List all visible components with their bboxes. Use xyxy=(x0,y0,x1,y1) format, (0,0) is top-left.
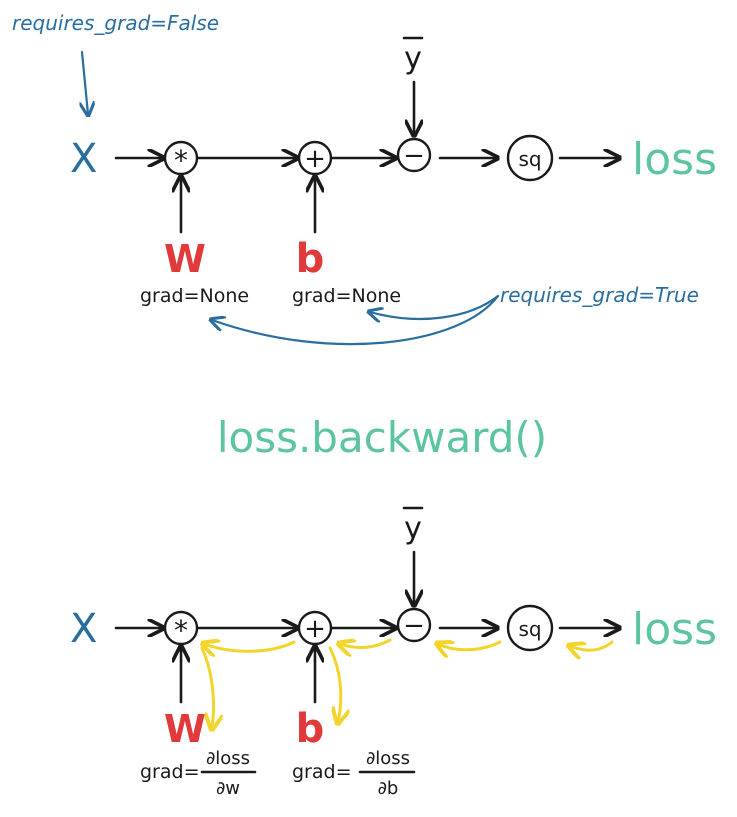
top-diagram: requires_grad=False X * + − y sq loss W … xyxy=(12,11,717,346)
annotation-arrow-to-b xyxy=(370,294,500,319)
x-input-label-bottom: X xyxy=(70,606,97,652)
b-grad-prefix: grad= xyxy=(292,761,352,783)
param-requires-grad-annotation: requires_grad=True xyxy=(500,283,699,307)
w-param-label-bottom: W xyxy=(164,707,206,751)
mul-op-label: * xyxy=(174,144,188,177)
b-grad-numerator: ∂loss xyxy=(366,748,410,769)
bottom-diagram: X * + − y sq loss W b xyxy=(70,506,717,799)
ybar-label-bottom: y xyxy=(404,511,422,546)
x-input-label: X xyxy=(70,136,97,182)
loss-label: loss xyxy=(632,134,717,185)
mul-op-label-bottom: * xyxy=(174,614,188,647)
sq-node-bottom xyxy=(506,604,554,652)
sq-op-label-bottom: sq xyxy=(518,617,541,641)
w-grad-denominator: ∂w xyxy=(216,778,240,799)
b-grad-denominator: ∂b xyxy=(378,778,399,799)
sub-node xyxy=(396,137,432,173)
grad-flow-add-to-mul xyxy=(204,642,296,651)
sq-node xyxy=(506,134,554,182)
b-param-label: b xyxy=(296,236,325,282)
w-grad-numerator: ∂loss xyxy=(206,748,250,769)
add-op-label-bottom: + xyxy=(304,614,326,644)
loss-label-bottom: loss xyxy=(632,604,717,655)
add-op-label: + xyxy=(304,144,326,174)
sub-op-label: − xyxy=(403,141,425,171)
annotation-arrow xyxy=(82,50,88,114)
b-param-label-bottom: b xyxy=(296,706,325,752)
annotation-arrow-to-w xyxy=(212,294,500,346)
w-param-label: W xyxy=(164,237,206,281)
grad-flow-sub-to-add xyxy=(340,640,392,647)
grad-flow-mul-to-w xyxy=(200,646,214,728)
w-grad-value: grad=None xyxy=(140,285,249,307)
w-grad-prefix: grad= xyxy=(140,761,200,783)
grad-flow-add-to-b xyxy=(328,646,341,722)
ybar-label: y xyxy=(404,41,422,76)
sq-op-label: sq xyxy=(518,147,541,171)
sub-node-bottom xyxy=(396,607,432,643)
backward-call-label: loss.backward() xyxy=(217,413,547,462)
x-requires-grad-annotation: requires_grad=False xyxy=(12,11,219,35)
grad-flow-loss-to-sq xyxy=(570,640,614,650)
sub-op-label-bottom: − xyxy=(403,611,425,641)
grad-flow-sq-to-sub xyxy=(438,642,502,650)
b-grad-value: grad=None xyxy=(292,285,401,307)
